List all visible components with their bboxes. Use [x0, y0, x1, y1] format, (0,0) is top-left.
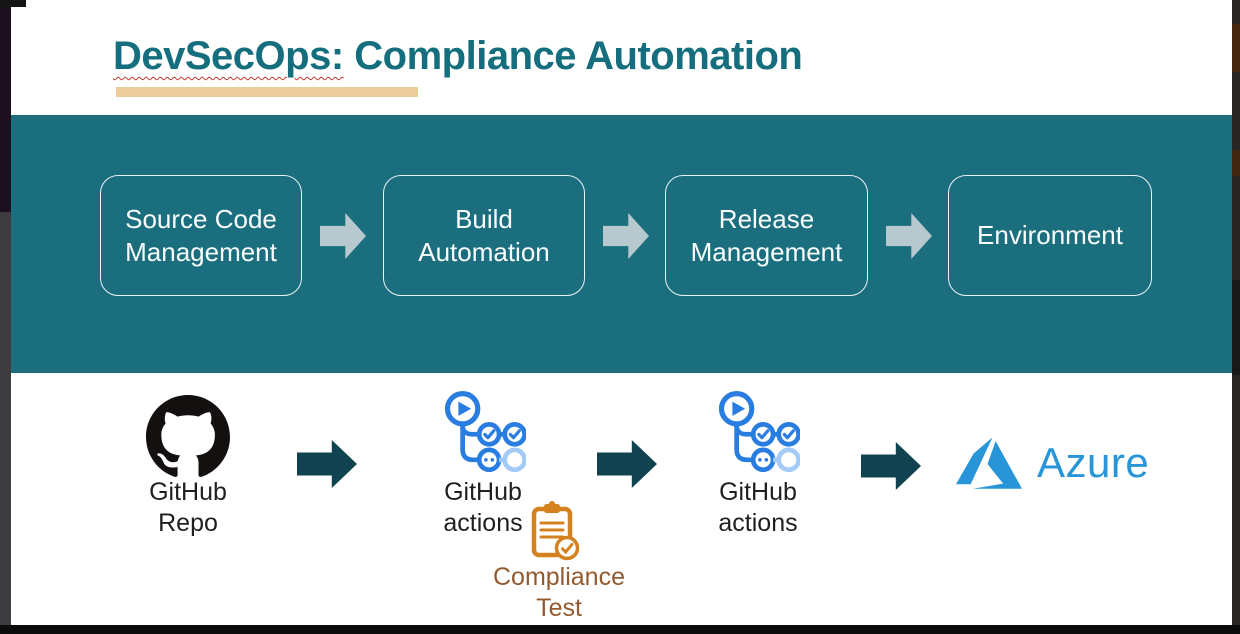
- stage-label: Build Automation: [418, 203, 550, 267]
- slide-title: DevSecOps: Compliance Automation: [113, 34, 803, 79]
- right-strip-patch: [1232, 280, 1240, 375]
- stage-label: Release Management: [690, 203, 843, 267]
- github-octocat-logo-icon: [146, 395, 230, 477]
- clipboard-check-icon: [531, 501, 579, 561]
- left-edge-strip-bottom: [0, 212, 11, 634]
- github-actions-label: GitHub actions: [443, 478, 523, 537]
- github-actions-workflow-icon: [444, 391, 526, 473]
- right-strip-patch: [1232, 150, 1240, 176]
- top-left-notch: [0, 0, 26, 7]
- bottom-black-bar: [0, 625, 1240, 634]
- compliance-test-label: Compliance Test: [492, 563, 625, 622]
- stage-box-build-automation: Build Automation: [383, 175, 585, 296]
- azure-brand: Azure: [956, 432, 1149, 494]
- light-right-arrow-icon: [603, 213, 649, 259]
- github-repo-label: GitHub Repo: [149, 478, 227, 537]
- azure-wordmark: Azure: [1037, 439, 1150, 486]
- right-edge-strip: [1232, 0, 1240, 634]
- pipeline-banner: Source Code Management Build Automation …: [11, 115, 1232, 373]
- github-actions-workflow-icon: [718, 391, 800, 473]
- dark-right-arrow-icon: [297, 440, 357, 488]
- stage-box-environment: Environment: [948, 175, 1152, 296]
- light-right-arrow-icon: [320, 213, 366, 259]
- title-underline-bar: [116, 87, 418, 97]
- stage-label: Environment: [977, 220, 1123, 250]
- stage-box-release-management: Release Management: [665, 175, 868, 296]
- slide-title-word: DevSecOps:: [113, 34, 344, 78]
- slide-title-rest: Compliance Automation: [343, 34, 803, 78]
- azure-logo-icon: [956, 437, 1022, 489]
- dark-right-arrow-icon: [861, 442, 921, 490]
- stage-box-source-code-management: Source Code Management: [100, 175, 302, 296]
- github-actions-label: GitHub actions: [718, 478, 798, 537]
- stage-label: Source Code Management: [125, 203, 277, 267]
- dark-right-arrow-icon: [597, 440, 657, 488]
- right-strip-patch: [1232, 24, 1240, 72]
- light-right-arrow-icon: [886, 213, 932, 259]
- left-edge-strip-top: [0, 0, 11, 212]
